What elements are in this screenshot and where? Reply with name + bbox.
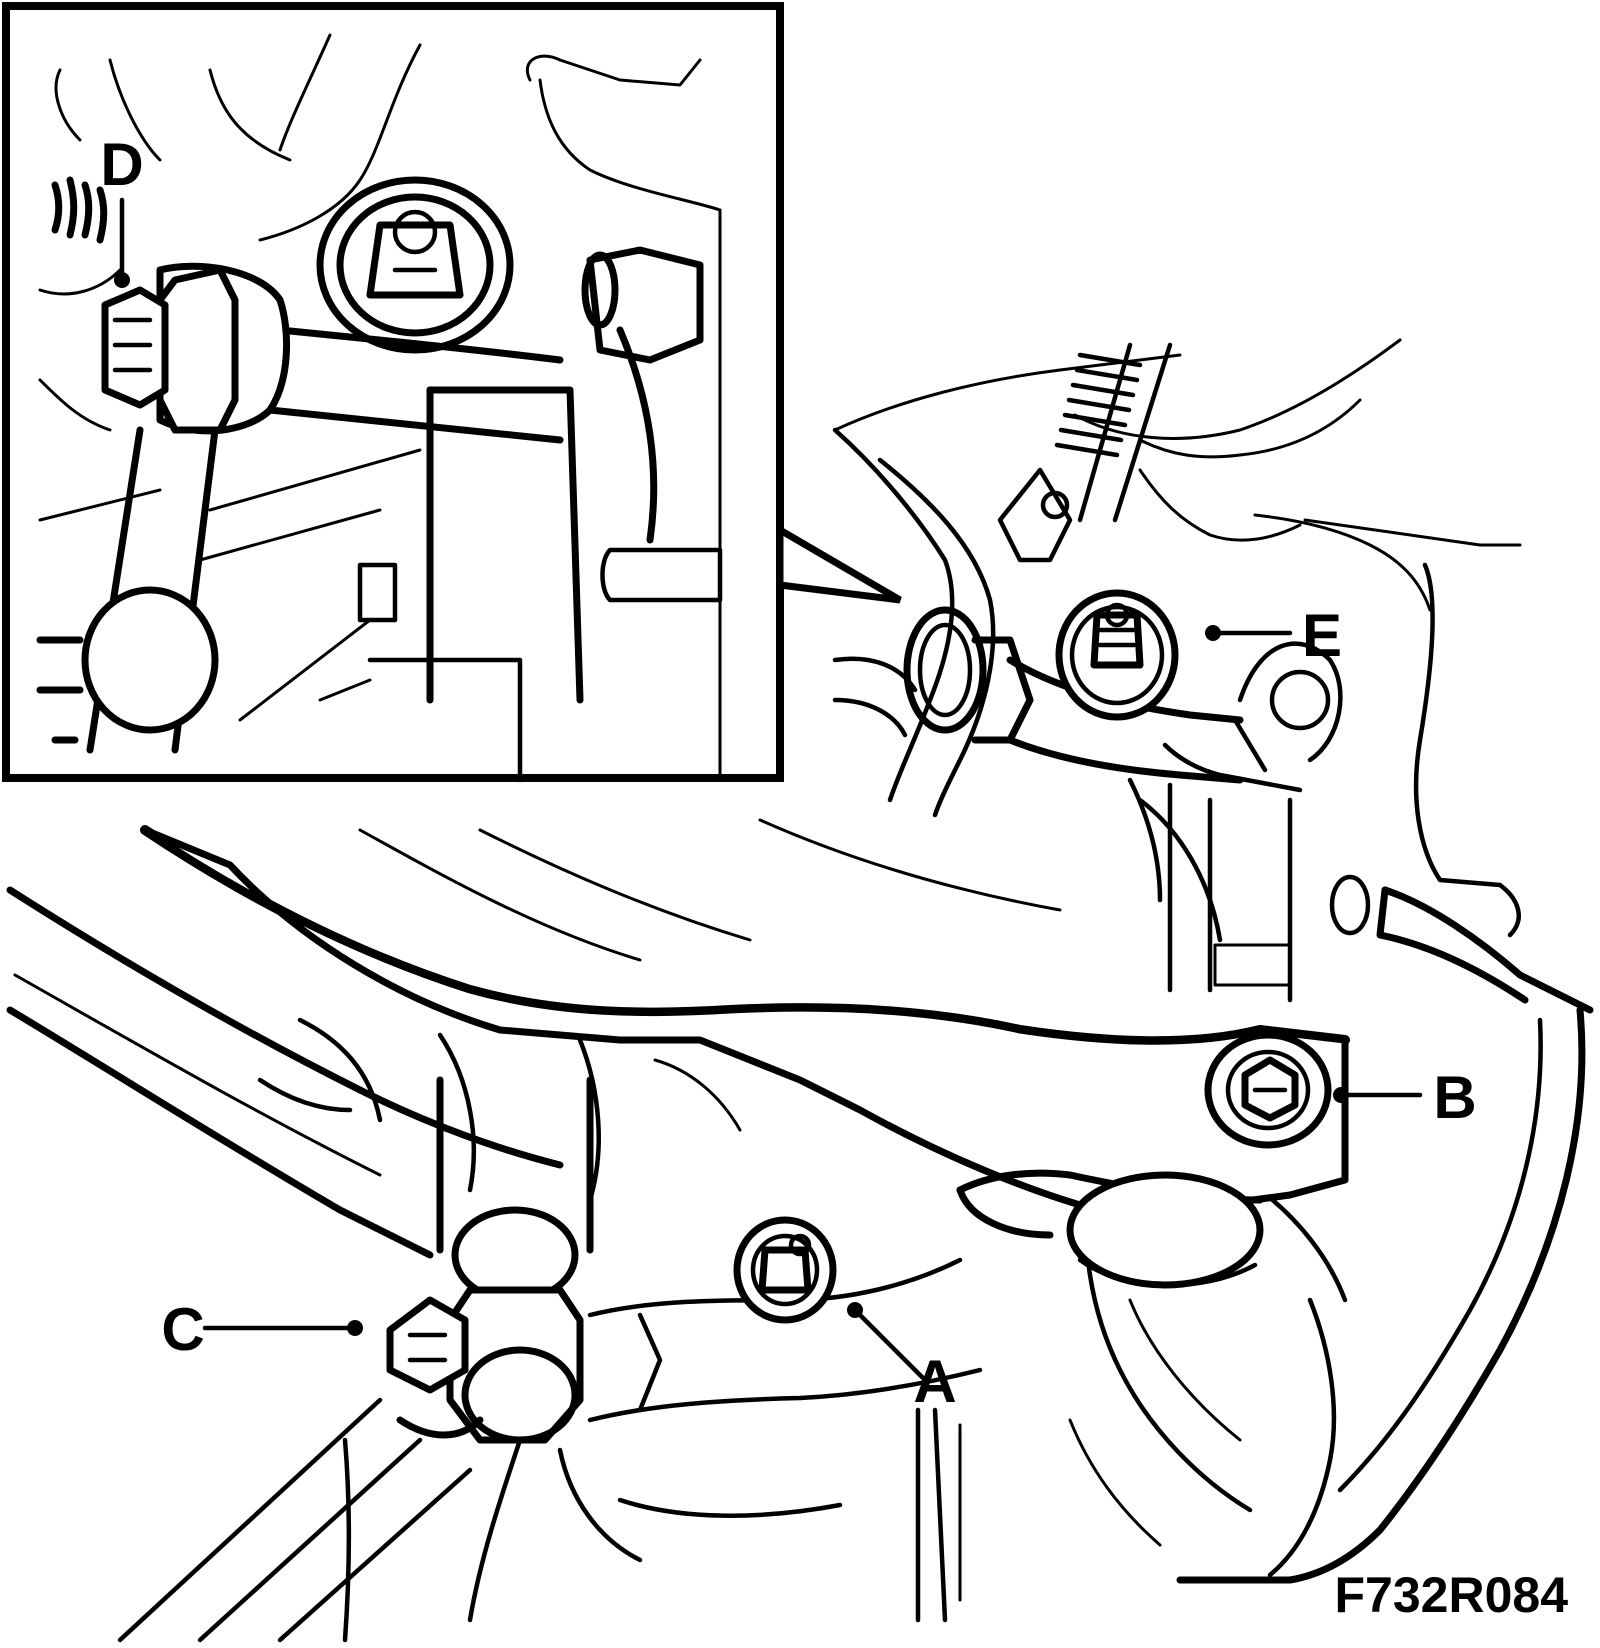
callout-d: D: [100, 131, 144, 288]
figure-id-label: F732R084: [1335, 1567, 1569, 1623]
coil-spring: [997, 342, 1173, 563]
bolt-b: [1204, 1031, 1332, 1149]
callout-b-label: B: [1433, 1064, 1476, 1131]
wheel-knuckle: [1127, 641, 1371, 1003]
callout-c-label: C: [161, 1296, 204, 1363]
lower-control-arm: [140, 818, 1350, 1289]
callout-d-label: D: [100, 131, 143, 198]
callout-e: E: [1205, 602, 1342, 669]
bushing-d: [36, 262, 290, 754]
brake-disc-shield: [1068, 562, 1594, 1584]
callout-b: B: [1333, 1064, 1477, 1131]
bolt-e: [1055, 589, 1179, 721]
main-view-drawing: [6, 338, 1594, 1643]
inset-detail-view: [2, 2, 902, 783]
callout-c: C: [161, 1296, 363, 1363]
bolt-c: [386, 1296, 484, 1439]
callout-a: A: [847, 1302, 957, 1623]
trailing-link: [6, 886, 601, 1259]
bolt-a: [733, 1216, 837, 1324]
callout-a-label: A: [913, 1348, 956, 1415]
callout-e-label: E: [1302, 602, 1342, 669]
